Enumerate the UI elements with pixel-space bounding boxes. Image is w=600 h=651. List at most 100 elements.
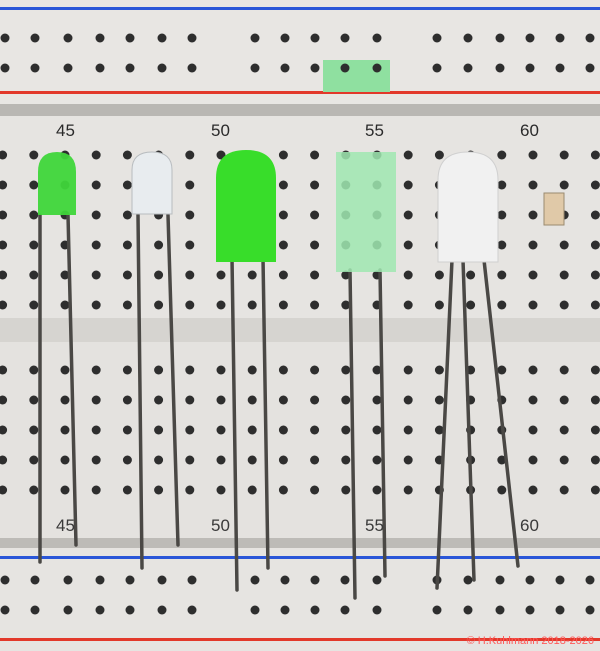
hole (0, 605, 10, 615)
hole (95, 33, 105, 43)
hole (247, 300, 257, 310)
hole (434, 300, 444, 310)
hole (91, 270, 101, 280)
hole (122, 395, 132, 405)
hole (497, 300, 507, 310)
hole (247, 365, 257, 375)
hole (341, 365, 351, 375)
hole (278, 180, 288, 190)
led-lead (166, 213, 180, 547)
hole (341, 395, 351, 405)
hole (278, 425, 288, 435)
hole (585, 575, 595, 585)
center-channel (0, 318, 600, 342)
hole (372, 575, 382, 585)
hole (310, 210, 320, 220)
hole (310, 300, 320, 310)
hole (60, 455, 70, 465)
hole (590, 485, 600, 495)
hole (403, 270, 413, 280)
hole (497, 365, 507, 375)
hole (434, 425, 444, 435)
hole (29, 455, 39, 465)
hole (0, 455, 8, 465)
hole (590, 425, 600, 435)
hole (278, 365, 288, 375)
hole (185, 210, 195, 220)
hole (372, 365, 382, 375)
hole (30, 63, 40, 73)
hole (185, 425, 195, 435)
hole (559, 300, 569, 310)
hole (585, 63, 595, 73)
hole (310, 425, 320, 435)
hole (280, 33, 290, 43)
hole (185, 485, 195, 495)
hole (280, 605, 290, 615)
hole (403, 180, 413, 190)
hole (0, 180, 8, 190)
hole (91, 300, 101, 310)
hole (555, 575, 565, 585)
hole (403, 395, 413, 405)
hole (154, 485, 164, 495)
hole (432, 605, 442, 615)
hole (559, 150, 569, 160)
hole (497, 485, 507, 495)
hole (63, 63, 73, 73)
hole (528, 485, 538, 495)
hole (154, 395, 164, 405)
hole (585, 605, 595, 615)
hole (91, 365, 101, 375)
hole (559, 365, 569, 375)
hole (559, 270, 569, 280)
hole (310, 150, 320, 160)
hole (310, 395, 320, 405)
column-label-bottom-50: 50 (211, 516, 230, 535)
hole (497, 455, 507, 465)
hole (559, 395, 569, 405)
hole (590, 240, 600, 250)
rail-gap (0, 104, 600, 116)
hole (187, 63, 197, 73)
hole (528, 365, 538, 375)
hole (29, 270, 39, 280)
hole (341, 270, 351, 280)
hole (247, 395, 257, 405)
hole (340, 63, 350, 73)
column-label-50: 50 (211, 121, 230, 140)
hole (247, 485, 257, 495)
hole (525, 63, 535, 73)
hole (340, 33, 350, 43)
hole (157, 33, 167, 43)
hole (185, 240, 195, 250)
hole (495, 575, 505, 585)
hole (157, 63, 167, 73)
hole (216, 395, 226, 405)
hole (154, 455, 164, 465)
hole (590, 270, 600, 280)
hole (278, 150, 288, 160)
hole (590, 180, 600, 190)
hole (528, 455, 538, 465)
hole (403, 210, 413, 220)
hole (372, 455, 382, 465)
column-label-60: 60 (520, 121, 539, 140)
hole (585, 33, 595, 43)
hole (0, 365, 8, 375)
hole (278, 300, 288, 310)
hole (0, 150, 8, 160)
hole (247, 270, 257, 280)
red-rail-line (0, 91, 600, 94)
bottom-power-rail (0, 548, 600, 651)
hole (434, 150, 444, 160)
led-lead (461, 258, 476, 582)
hole (559, 240, 569, 250)
hole (187, 605, 197, 615)
hole (247, 425, 257, 435)
hole (590, 210, 600, 220)
hole (154, 240, 164, 250)
hole (0, 210, 8, 220)
